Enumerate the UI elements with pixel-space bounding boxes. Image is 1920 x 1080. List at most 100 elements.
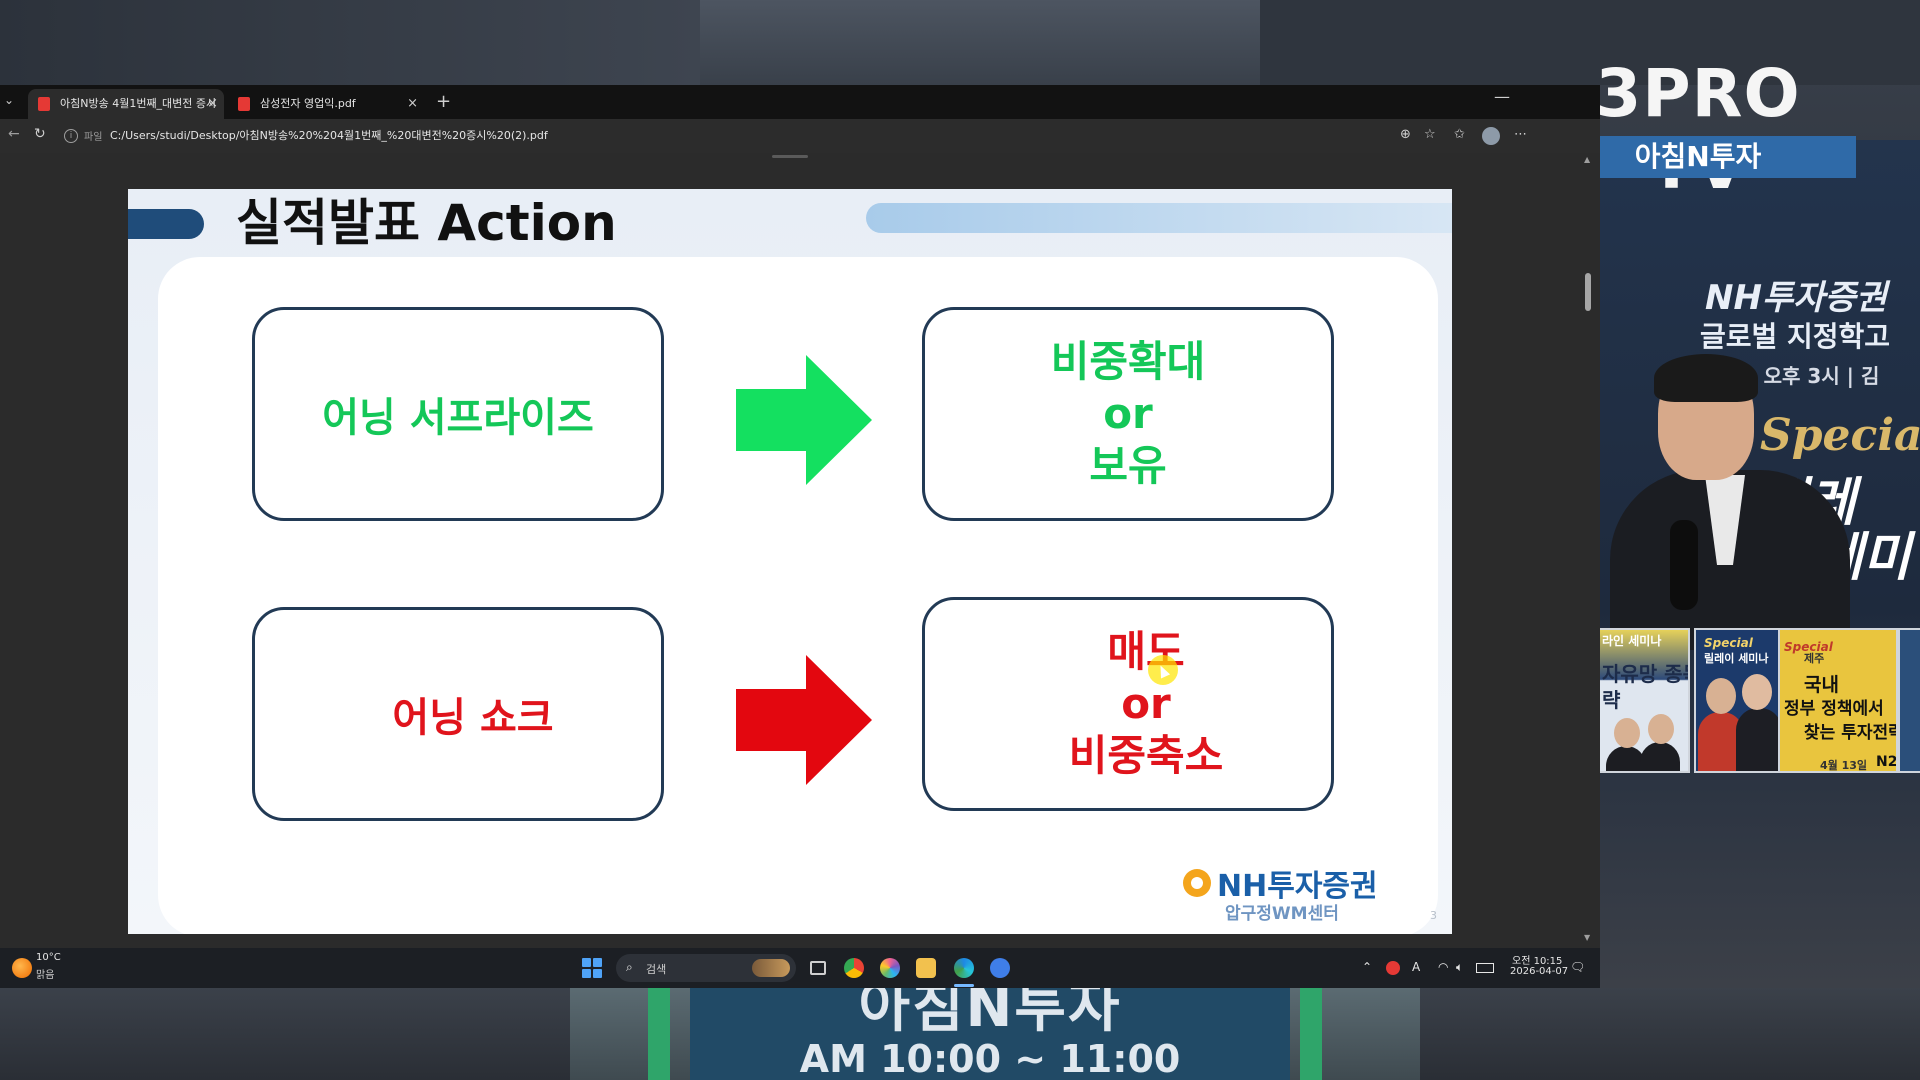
seminar-posters: 라인 세미나 자유망 종목 략 Special 릴레이 세미나 Special … [1598,628,1920,778]
or-label: or [1103,389,1153,438]
poster-1-tag: 라인 세미나 [1602,634,1662,648]
volume-icon[interactable]: 🔈︎ [1456,960,1464,974]
active-app-indicator [954,984,974,987]
clock-date[interactable]: 2026-04-07 [1510,966,1569,977]
tab-inactive[interactable]: 삼성전자 영업익.pdf × [228,89,424,119]
slide-content-card: 어닝 서프라이즈 비중확대 or 보유 어닝 쇼크 [158,257,1438,934]
presenter [1610,354,1870,650]
wifi-icon[interactable]: ◠ [1438,960,1449,974]
poster-3: Special 제주 국내 정부 정책에서 찾는 투자전략 4월 13일 N2 [1778,628,1898,773]
poster-2-face-1 [1706,678,1736,714]
poster-3-line-1: 국내 [1804,674,1839,696]
or-label: or [1121,679,1171,728]
poster-3-line-3: 찾는 투자전략 [1804,723,1898,743]
poster-1-line-2: 략 [1602,688,1621,712]
weather-condition[interactable]: 맑음 [36,970,55,981]
poster-3-line-2: 정부 정책에서 [1784,699,1884,719]
banner-line-1: NH투자증권 [1705,278,1888,318]
studio-light-left [648,988,670,1080]
tray-app-icon[interactable] [1386,961,1400,975]
earnings-surprise-label: 어닝 서프라이즈 [322,395,594,441]
poster-1-face-1 [1614,718,1640,748]
studio-floor: 아침N투자 AM 10:00 ~ 11:00 [0,988,1920,1080]
copilot-icon[interactable] [880,958,900,978]
input-method-icon[interactable]: A [1412,960,1421,974]
sell-underweight-box: 매도 or 비중축소 [922,597,1334,811]
microphone [1670,520,1698,610]
windows-start-icon[interactable] [582,958,602,978]
poster-1-person-2 [1640,742,1680,771]
drag-handle[interactable] [772,155,808,158]
slide-accent-bar [866,203,1452,233]
nh-brand-logo: NH투자증권 압구정WM센터 [1183,861,1413,924]
overweight-hold-box: 비중확대 or 보유 [922,307,1334,521]
more-icon[interactable]: ⋯ [1514,127,1527,142]
info-icon[interactable]: i [64,129,78,143]
poster-3-brand: N2 [1876,754,1898,770]
tab-close-icon[interactable]: × [207,96,218,111]
scroll-up-icon[interactable]: ▲ [1584,155,1591,164]
scroll-thumb[interactable] [1585,273,1591,311]
profile-avatar-icon[interactable] [1482,127,1500,145]
edge-icon[interactable] [954,958,974,978]
favorites-icon[interactable]: ✩ [1454,127,1465,142]
pdf-icon [238,97,250,111]
search-highlight-image [752,959,790,977]
zoom-icon[interactable]: ⊕ [1400,127,1411,142]
weather-icon[interactable] [12,958,32,978]
search-label: 검색 [646,963,667,976]
chrome-icon[interactable] [844,958,864,978]
notification-icon[interactable]: 🗨︎ [1570,960,1586,974]
scroll-down-icon[interactable]: ▼ [1584,933,1591,942]
minimize-button[interactable]: — [1494,87,1510,106]
battery-icon[interactable] [1476,963,1494,973]
poster-2-face-2 [1742,674,1772,710]
taskbar-search[interactable]: ⌕ 검색 [616,954,796,982]
tab-active[interactable]: 아침N방송 4월1번째_대변전 증시 × [28,89,224,119]
weather-temperature[interactable]: 10°C [36,952,61,963]
pdf-viewer[interactable]: 실적발표 Action 어닝 서프라이즈 비중확대 or 보유 [0,153,1600,948]
poster-3-region: 제주 [1804,652,1825,665]
red-arrow-icon [736,655,872,785]
back-arrow-icon[interactable]: ← [8,126,20,142]
tray-overflow-icon[interactable]: ⌃ [1362,960,1373,974]
url-prefix: 파일 [84,132,103,143]
task-view-icon[interactable] [810,961,826,975]
clock-time[interactable]: 오전 10:15 [1512,956,1563,967]
tab-label: 삼성전자 영업익.pdf [260,97,356,110]
banner-line-4: Special [1760,410,1920,461]
earnings-shock-label: 어닝 쇼크 [392,695,554,741]
tab-list-icon[interactable]: ⌄ [4,93,15,107]
reload-icon[interactable]: ↻ [34,126,46,142]
studio-wall-left [0,0,700,85]
slide-title: 실적발표 Action [236,194,617,252]
slide: 실적발표 Action 어닝 서프라이즈 비중확대 or 보유 [128,189,1452,934]
pdf-icon [38,97,50,111]
earnings-surprise-box: 어닝 서프라이즈 [252,307,664,521]
poster-2-tag: Special [1704,636,1753,650]
slide-accent-pill [128,209,204,239]
vertical-scrollbar[interactable]: ▲ ▼ [1582,153,1594,948]
poster-1: 라인 세미나 자유망 종목 략 [1598,628,1690,773]
studio-sign-time: AM 10:00 ~ 11:00 [799,1037,1181,1080]
green-arrow-icon [736,355,872,485]
file-explorer-icon[interactable] [916,958,936,978]
poster-2-person-2 [1736,708,1782,771]
presenter-hair [1654,354,1758,402]
tab-label: 아침N방송 4월1번째_대변전 증시 [60,97,217,110]
overweight-label: 비중확대 [1050,337,1206,386]
earnings-shock-box: 어닝 쇼크 [252,607,664,821]
url-field[interactable]: C:/Users/studi/Desktop/아침N방송%20%204월1번째_… [110,129,548,142]
tab-close-icon[interactable]: × [407,96,418,111]
browser-window: ⌄ 아침N방송 4월1번째_대변전 증시 × 삼성전자 영업익.pdf × + … [0,85,1600,988]
taskbar: 10°C 맑음 ⌕ 검색 ⌃ A ◠ 🔈︎ 오전 10:15 2026-04-0… [0,948,1600,988]
underweight-label: 비중축소 [1068,731,1224,780]
poster-4 [1898,628,1920,773]
banner-line-2: 글로벌 지정학고 [1700,320,1891,353]
app-icon[interactable] [990,958,1010,978]
star-icon[interactable]: ☆ [1424,127,1436,142]
new-tab-button[interactable]: + [436,91,452,112]
tab-bar: ⌄ 아침N방송 4월1번째_대변전 증시 × 삼성전자 영업익.pdf × + … [0,85,1600,119]
search-icon: ⌕ [626,960,633,974]
studio-sign: 아침N투자 AM 10:00 ~ 11:00 [690,988,1290,1080]
